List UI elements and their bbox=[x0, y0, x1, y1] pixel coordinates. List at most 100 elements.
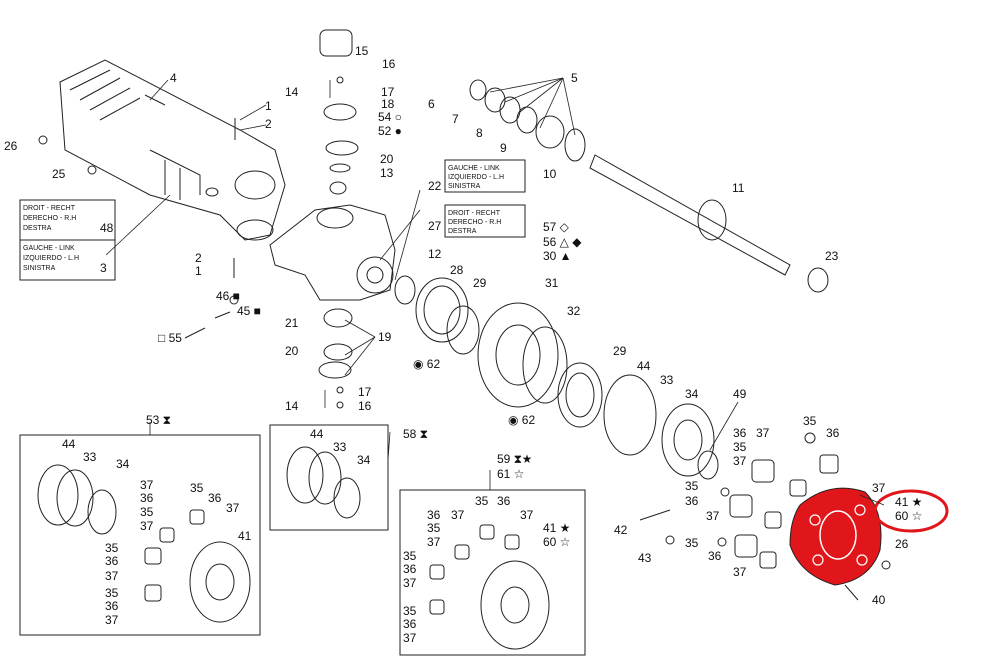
callout-25: 25 bbox=[52, 167, 66, 181]
callout-16: 16 bbox=[382, 57, 396, 71]
callout-6: 6 bbox=[428, 97, 435, 111]
callout-41: 41 ★ bbox=[895, 495, 922, 509]
callout-2b: 2 bbox=[195, 251, 202, 265]
callout-36l: 36 bbox=[403, 617, 417, 631]
callout-36h: 36 bbox=[105, 599, 119, 613]
callout-28: 28 bbox=[450, 263, 464, 277]
hub-parts bbox=[394, 275, 719, 480]
callout-26b: 26 bbox=[895, 537, 909, 551]
note-left-2: IZQUIERDO - L.H bbox=[23, 255, 79, 262]
callout-36j: 36 bbox=[427, 508, 441, 522]
callout-53: 53 ⧗ bbox=[146, 413, 171, 427]
callout-37g: 37 bbox=[140, 519, 154, 533]
note-left-1: GAUCHE - LINK bbox=[23, 245, 75, 252]
callout-3: 3 bbox=[100, 261, 107, 275]
callout-15: 15 bbox=[355, 44, 369, 58]
callout-44b: 44 bbox=[62, 437, 76, 451]
callout-26: 26 bbox=[4, 139, 18, 153]
callout-5: 5 bbox=[571, 71, 578, 85]
callout-11: 11 bbox=[732, 181, 745, 195]
callout-9: 9 bbox=[500, 141, 507, 155]
callout-12: 12 bbox=[428, 247, 442, 261]
callout-4: 4 bbox=[170, 71, 177, 85]
callout-36c: 36 bbox=[685, 494, 699, 508]
note-rt-1: DROIT - RECHT bbox=[448, 210, 501, 217]
callout-20b: 20 bbox=[285, 344, 299, 358]
note-left-3: SINISTRA bbox=[23, 265, 56, 272]
callout-35d: 35 bbox=[685, 536, 699, 550]
callout-40: 40 bbox=[872, 593, 886, 607]
callout-34b: 34 bbox=[116, 457, 130, 471]
callout-1b: 1 bbox=[195, 264, 202, 278]
callout-31: 31 bbox=[545, 276, 559, 290]
note-lt-2: IZQUIERDO - L.H bbox=[448, 174, 504, 181]
callout-37b: 37 bbox=[733, 454, 747, 468]
callout-37k: 37 bbox=[451, 508, 465, 522]
seal-rings bbox=[469, 79, 586, 162]
callout-44c: 44 bbox=[310, 427, 324, 441]
callout-36b: 36 bbox=[826, 426, 840, 440]
callout-2: 2 bbox=[265, 117, 272, 131]
callout-27: 27 bbox=[428, 219, 442, 233]
callout-30: 30 ▲ bbox=[543, 249, 572, 263]
callout-59: 59 ⧗★ bbox=[497, 452, 532, 466]
inset-59-parts bbox=[429, 524, 550, 650]
note-texts: DROIT - RECHT DERECHO - R.H DESTRA GAUCH… bbox=[23, 165, 504, 272]
note-rt-2: DERECHO - R.H bbox=[448, 219, 501, 226]
callout-36i: 36 bbox=[497, 494, 511, 508]
callout-18: 18 bbox=[381, 97, 395, 111]
note-lt-1: GAUCHE - LINK bbox=[448, 165, 500, 172]
callout-22: 22 bbox=[428, 179, 442, 193]
callout-62: ◉ 62 bbox=[413, 357, 440, 371]
callout-36f: 36 bbox=[208, 491, 222, 505]
callout-33c: 33 bbox=[333, 440, 347, 454]
leader-lines bbox=[105, 77, 885, 506]
callout-35l: 35 bbox=[403, 604, 417, 618]
callout-23: 23 bbox=[825, 249, 839, 263]
callout-62b: ◉ 62 bbox=[508, 413, 535, 427]
callout-37m: 37 bbox=[427, 535, 441, 549]
callout-13: 13 bbox=[380, 166, 394, 180]
steering-knuckle bbox=[269, 204, 396, 301]
note-lt-3: SINISTRA bbox=[448, 183, 481, 190]
callout-48: 48 bbox=[100, 221, 114, 235]
king-pin-top bbox=[319, 29, 359, 195]
callout-44: 44 bbox=[637, 359, 651, 373]
inset-53-parts bbox=[37, 464, 251, 623]
callout-49: 49 bbox=[733, 387, 747, 401]
callout-43: 43 bbox=[638, 551, 652, 565]
callout-37c: 37 bbox=[872, 481, 886, 495]
callout-29b: 29 bbox=[613, 344, 627, 358]
inset-boxes bbox=[19, 159, 586, 656]
callout-35j: 35 bbox=[427, 521, 441, 535]
callout-57: 57 ◇ bbox=[543, 220, 570, 234]
callout-17b: 17 bbox=[358, 385, 372, 399]
callout-55: □ 55 bbox=[158, 331, 182, 345]
inset-58-parts bbox=[286, 446, 361, 519]
king-pin-bottom bbox=[318, 308, 353, 409]
callout-labels: 4 1 2 26 25 48 3 2 1 46 ■ 45 ■ □ 55 15 1… bbox=[4, 44, 922, 645]
callout-60: 60 ☆ bbox=[895, 509, 922, 523]
callout-33: 33 bbox=[660, 373, 674, 387]
callout-20: 20 bbox=[380, 152, 394, 166]
callout-21: 21 bbox=[285, 316, 299, 330]
callout-60b: 60 ☆ bbox=[543, 535, 570, 549]
callout-32: 32 bbox=[567, 304, 581, 318]
callout-10: 10 bbox=[543, 167, 557, 181]
callout-37f: 37 bbox=[140, 478, 154, 492]
callout-35b: 35 bbox=[733, 440, 747, 454]
callout-46: 46 ■ bbox=[216, 289, 240, 303]
callout-35g: 35 bbox=[105, 541, 119, 555]
callout-37h: 37 bbox=[226, 501, 240, 515]
axle-housing bbox=[59, 59, 286, 241]
callout-37e: 37 bbox=[733, 565, 747, 579]
callout-36e: 36 bbox=[140, 491, 154, 505]
callout-36d: 36 bbox=[708, 549, 722, 563]
note-right-2: DERECHO - R.H bbox=[23, 215, 76, 222]
callout-35: 35 bbox=[803, 414, 817, 428]
callout-37: 37 bbox=[756, 426, 770, 440]
axle-shaft bbox=[589, 154, 829, 293]
note-rt-3: DESTRA bbox=[448, 228, 477, 235]
